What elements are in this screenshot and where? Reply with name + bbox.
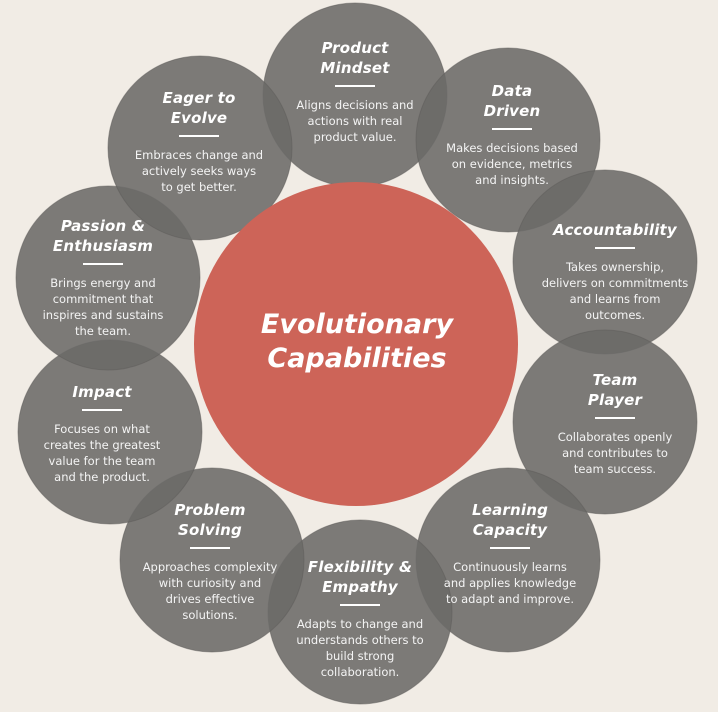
divider: [490, 547, 530, 549]
capability-product-mindset: Product Mindset Aligns decisions and act…: [280, 38, 430, 145]
capability-impact: Impact Focuses on what creates the great…: [27, 382, 177, 485]
center-title: Evolutionary Capabilities: [260, 309, 454, 374]
capability-description: Continuously learns and applies knowledg…: [443, 559, 577, 606]
capability-title: Impact: [72, 383, 132, 401]
capability-title: Passion & Enthusiasm: [52, 217, 154, 255]
capability-description: Takes ownership, delivers on commitments…: [541, 259, 689, 322]
capability-description: Approaches complexity with curiosity and…: [142, 559, 278, 622]
capability-title: Accountability: [553, 221, 677, 239]
divider: [190, 547, 230, 549]
capability-description: Aligns decisions and actions with real p…: [296, 97, 414, 144]
capability-description: Makes decisions based on evidence, metri…: [446, 140, 578, 187]
capability-description: Adapts to change and understands others …: [296, 616, 424, 679]
capability-learning-capacity: Learning Capacity Continuously learns an…: [435, 500, 585, 607]
divider: [335, 85, 375, 87]
capability-title: Flexibility & Empathy: [307, 558, 413, 596]
capability-flexibility-empathy: Flexibility & Empathy Adapts to change a…: [285, 557, 435, 680]
divider: [82, 409, 122, 411]
petal-circle-eager-to-evolve: [107, 55, 293, 241]
center-circle: [194, 182, 518, 506]
capability-accountability: Accountability Takes ownership, delivers…: [540, 220, 690, 323]
divider: [595, 417, 635, 419]
capability-description: Focuses on what creates the greatest val…: [43, 421, 161, 484]
capability-description: Embraces change and actively seeks ways …: [134, 147, 264, 194]
capability-eager-to-evolve: Eager to Evolve Embraces change and acti…: [124, 88, 274, 195]
capability-title: Learning Capacity: [471, 501, 549, 539]
capability-data-driven: Data Driven Makes decisions based on evi…: [437, 81, 587, 188]
divider: [179, 135, 219, 137]
capability-passion-enthusiasm: Passion & Enthusiasm Brings energy and c…: [28, 216, 178, 339]
capability-title: Product Mindset: [320, 39, 390, 77]
divider: [492, 128, 532, 130]
capability-description: Collaborates openly and contributes to t…: [557, 429, 673, 476]
divider: [83, 263, 123, 265]
capability-title: Team Player: [587, 371, 643, 409]
capability-title: Problem Solving: [174, 501, 246, 539]
divider: [595, 247, 635, 249]
capability-team-player: Team Player Collaborates openly and cont…: [540, 370, 690, 477]
capability-problem-solving: Problem Solving Approaches complexity wi…: [135, 500, 285, 623]
capability-title: Data Driven: [483, 82, 541, 120]
capability-title: Eager to Evolve: [162, 89, 236, 127]
petal-circle-passion-enthusiasm: [15, 185, 201, 371]
divider: [340, 604, 380, 606]
petal-circle-problem-solving: [119, 467, 305, 653]
capability-description: Brings energy and commitment that inspir…: [42, 275, 164, 338]
petal-circle-team-player: [512, 329, 698, 515]
